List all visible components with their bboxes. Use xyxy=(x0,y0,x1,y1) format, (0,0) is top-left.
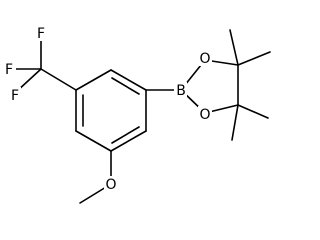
atom-f2: F xyxy=(5,62,13,78)
atom-oxygen-methoxy: O xyxy=(105,177,116,193)
ring-bond xyxy=(110,130,147,152)
benzene-ring xyxy=(75,69,147,152)
ring-bond xyxy=(75,69,112,91)
chemical-structure: F F F B O O O xyxy=(3,25,271,204)
ring-bond xyxy=(110,69,147,91)
atom-oxygen-upper: O xyxy=(199,51,210,67)
atom-f3: F xyxy=(11,88,19,104)
trifluoromethyl-group xyxy=(15,33,77,93)
methyl-bond xyxy=(231,104,239,141)
pinacol-boronate xyxy=(145,29,271,141)
atom-labels: F F F B O O O xyxy=(3,25,212,193)
methyl-bond xyxy=(229,29,239,66)
ring-double-bond xyxy=(111,77,140,95)
methyl-bond xyxy=(237,104,269,119)
methyl-bond xyxy=(237,51,271,66)
bond-ring-cf3 xyxy=(40,68,77,91)
ring-double-bond xyxy=(111,126,140,144)
ring-bond xyxy=(75,130,112,152)
atom-boron: B xyxy=(176,83,186,99)
atom-oxygen-lower: O xyxy=(199,107,210,123)
atom-f1: F xyxy=(37,26,45,42)
